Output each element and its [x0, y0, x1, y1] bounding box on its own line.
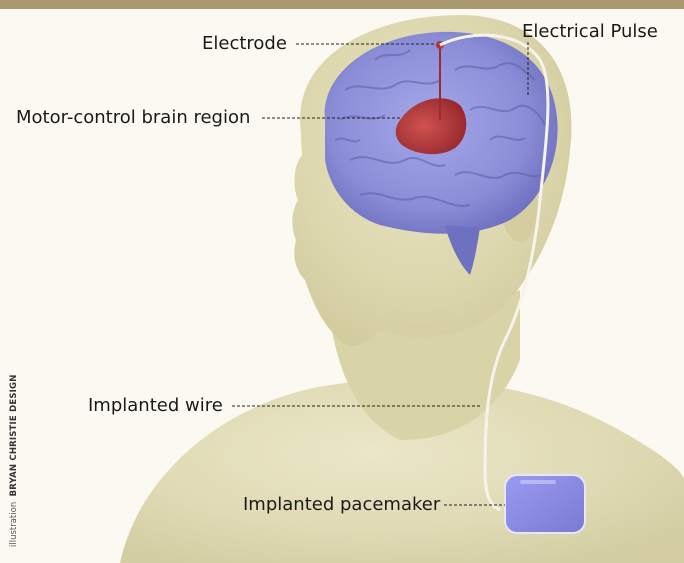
label-electrical-pulse: Electrical Pulse — [522, 22, 658, 42]
label-electrode: Electrode — [202, 34, 287, 54]
label-motor-region: Motor-control brain region — [16, 108, 250, 128]
label-implanted-pacemaker: Implanted pacemaker — [243, 495, 440, 515]
pacemaker — [505, 475, 585, 533]
credit-prefix: illustration — [9, 502, 19, 547]
illustration-credit: illustration BRYAN CHRISTIE DESIGN — [7, 347, 21, 547]
label-implanted-wire: Implanted wire — [88, 396, 223, 416]
credit-name: BRYAN CHRISTIE DESIGN — [9, 374, 19, 496]
